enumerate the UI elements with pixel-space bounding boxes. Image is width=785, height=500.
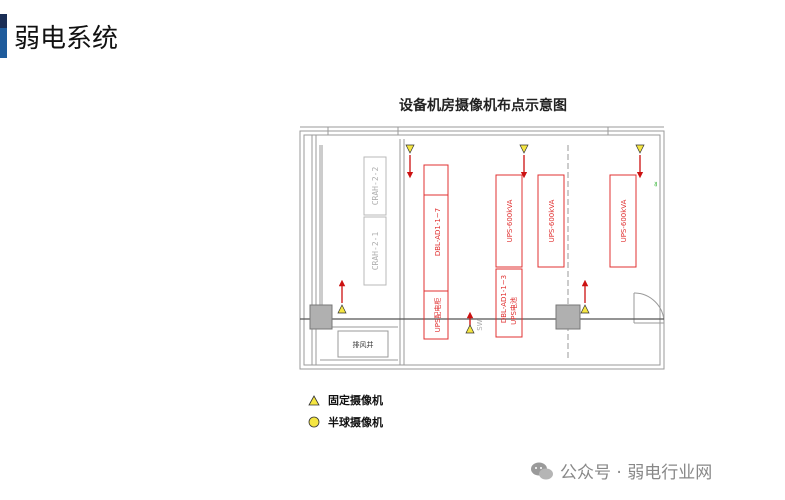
legend-fixed-camera: 固定摄像机: [308, 392, 383, 408]
title-accent-bar: [0, 14, 7, 58]
legend-dome-camera: 半球摄像机: [308, 414, 383, 430]
watermark: 公众号 · 弱电行业网: [530, 458, 712, 483]
ups3-label: UPS-600kVA: [620, 199, 628, 242]
slide-title: 弱电系统: [14, 24, 119, 54]
dbr-label: DBL-AD1-1~3: [500, 275, 508, 323]
legend-dome-camera-label: 半球摄像机: [328, 416, 383, 429]
fixed-camera-1: [405, 144, 415, 154]
crah-unit-upper: [363, 156, 387, 216]
shaft-label: 排风井: [353, 340, 374, 349]
circle-icon: [308, 416, 320, 428]
outer-wall: [299, 130, 665, 370]
triangle-icon: [308, 394, 320, 405]
wechat-icon: [531, 462, 553, 479]
door-swing: [633, 292, 665, 324]
floor-plan: CRAH-2-2 CRAH-2-1 排风井 DBL-AD1-1~7 UPS配电柜…: [299, 126, 665, 370]
crah-label-lower: CRAH-2-1: [371, 232, 380, 271]
ups2-label: UPS-600kVA: [548, 199, 556, 242]
crah-unit-lower: [363, 216, 387, 286]
walls: [299, 126, 665, 370]
ups-dist-panel: [423, 290, 449, 340]
crah-label-upper: CRAH-2-2: [371, 167, 380, 206]
fixed-camera-4: [337, 304, 347, 314]
dbr-panel: [495, 268, 523, 338]
column-right: [555, 304, 581, 330]
title-accent-bar-top: [0, 14, 7, 28]
ups1-cabinet: [495, 174, 523, 268]
sw-label: SW: [476, 319, 484, 330]
figure-title: 设备机房摄像机布点示意图: [399, 98, 567, 114]
column-left: [309, 304, 333, 330]
fixed-camera-2: [519, 144, 529, 154]
fixed-camera-6: [465, 324, 475, 334]
ups-dist-label: UPS配电柜: [433, 298, 442, 333]
ups-batt-label: UPS电池: [509, 297, 518, 325]
ups3-cabinet: [609, 174, 637, 268]
ups2-cabinet: [537, 174, 565, 268]
fixed-camera-5: [580, 304, 590, 314]
dbl-label: DBL-AD1-1~7: [434, 208, 442, 256]
ups1-label: UPS-600kVA: [506, 199, 514, 242]
inner-wall: [303, 134, 661, 366]
fixed-camera-3: [635, 144, 645, 154]
green-marker: ≈: [652, 181, 660, 187]
watermark-text: 公众号 · 弱电行业网: [560, 463, 713, 483]
legend-fixed-camera-label: 固定摄像机: [328, 394, 383, 407]
exhaust-shaft-box: [337, 330, 389, 358]
